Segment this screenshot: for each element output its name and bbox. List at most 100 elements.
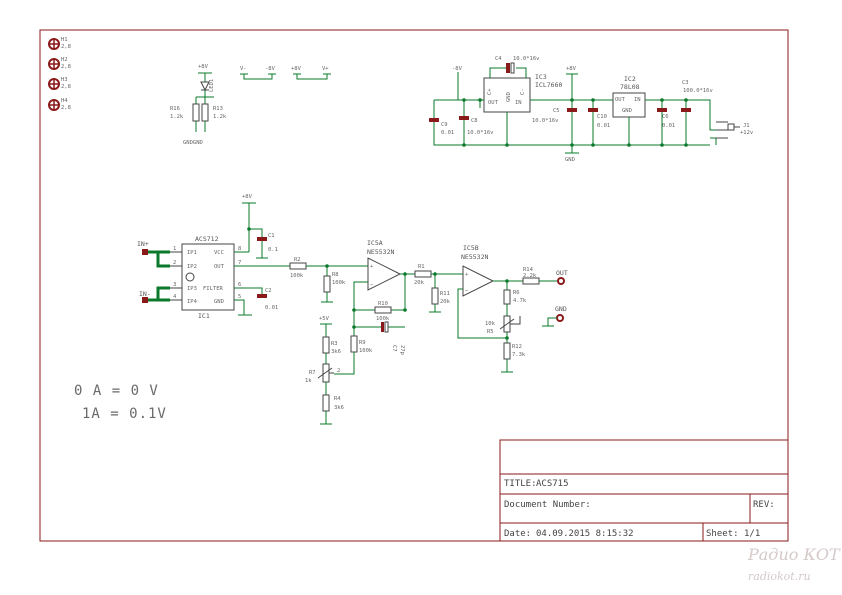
- hole-h2: H2 2,8: [48, 57, 71, 70]
- r10-ref: R10: [378, 301, 388, 307]
- c1-ref: C1: [268, 233, 275, 239]
- ic2-value: 78L08: [620, 83, 640, 91]
- ic1-chip: [181, 243, 235, 311]
- j1-value: +12v: [740, 130, 754, 136]
- r5-ref: R5: [487, 329, 494, 335]
- r4-ref: R4: [334, 396, 341, 402]
- hole-h3-ref: H3: [61, 77, 68, 83]
- c3-ref: C3: [682, 80, 689, 86]
- ic5a-ref: IC5A: [367, 239, 383, 247]
- r13-value: 1.2k: [213, 114, 227, 120]
- ic1-pin-num-8: 8: [238, 246, 241, 252]
- revision-label: REV:: [753, 500, 775, 510]
- ic3-ref: IC3: [535, 73, 547, 81]
- hole-h3: H3 2,8: [48, 77, 71, 90]
- title-label: TITLE:: [504, 479, 537, 489]
- c4-ref: C4: [495, 56, 502, 62]
- date-label: Date:: [504, 529, 531, 539]
- ic1-pin-out: OUT: [214, 264, 225, 270]
- ic1-pin-gnd: GND: [214, 299, 224, 305]
- ic1-pin-num-3: 3: [173, 282, 176, 288]
- c8-ref: C8: [471, 118, 478, 124]
- c8-value: 10.0*16v: [467, 130, 494, 136]
- r11-resistor: [431, 287, 439, 305]
- watermark-url: radiokot.ru: [748, 570, 811, 583]
- c3-value: 100.0*16v: [683, 88, 713, 94]
- ic5a-value: NE5532N: [367, 248, 394, 256]
- sheet-value: 1/1: [744, 529, 760, 539]
- c10-value: 0.01: [597, 123, 610, 129]
- r3-resistor: [322, 336, 330, 354]
- hole-h2-value: 2,8: [61, 64, 71, 70]
- ic5a-minus: −: [370, 282, 374, 288]
- r12-resistor: [503, 342, 511, 360]
- c6-ref: C6: [662, 114, 669, 120]
- ic1-pin-ip2: IP2: [187, 264, 197, 270]
- watermark-logo: Радио КОТ: [747, 545, 841, 564]
- r16-value: 1.2k: [170, 114, 184, 120]
- ic3-value: ICL7660: [535, 81, 562, 89]
- r1-ref: R1: [418, 264, 425, 270]
- ic3-pin-cminus: C-: [520, 88, 526, 95]
- r4-resistor: [322, 394, 330, 412]
- gnd-terminal: [556, 314, 564, 322]
- output-terminal: [557, 277, 565, 285]
- r7-ref: R7: [309, 370, 316, 376]
- ic5b-minus: −: [465, 288, 469, 294]
- led-gnd-label: GNDGND: [183, 140, 203, 146]
- ic2-pin-out: OUT: [615, 97, 626, 103]
- power-gnd-label: GND: [565, 157, 575, 163]
- r2-value: 100k: [290, 273, 304, 279]
- ic1-name: ACS712: [195, 235, 219, 243]
- supply-v-plus: V+: [322, 66, 329, 72]
- hole-h2-ref: H2: [61, 57, 68, 63]
- input-plus-pad: [142, 249, 148, 255]
- r9-resistor: [350, 335, 358, 353]
- c5-capacitor: [567, 108, 577, 112]
- r7-value: 1k: [305, 378, 312, 384]
- hole-h1-ref: H1: [61, 37, 68, 43]
- r12-value: 7.3k: [512, 352, 526, 358]
- r2-ref: R2: [294, 257, 301, 263]
- hole-h1-value: 2,8: [61, 44, 71, 50]
- supply-minus8v: -8V: [265, 66, 276, 72]
- ic1-pin-num-2: 2: [173, 260, 176, 266]
- c7-ref: C7: [391, 345, 397, 352]
- c3-capacitor: [681, 108, 691, 112]
- supply-minus8v-reg: -8V: [452, 66, 463, 72]
- j1-ref: J1: [743, 123, 750, 129]
- supply-plus5v: +5V: [319, 316, 330, 322]
- ic3-pin-gnd: GND: [506, 92, 512, 102]
- title-value: ACS715: [536, 479, 569, 489]
- r8-value: 100k: [332, 280, 346, 286]
- r9-value: 100k: [359, 348, 373, 354]
- r16-resistor: [192, 103, 200, 122]
- c8-capacitor: [459, 116, 469, 120]
- input-minus-pad: [142, 297, 148, 303]
- ic5a-plus: +: [370, 264, 374, 270]
- r8-ref: R8: [332, 272, 339, 278]
- hole-h3-value: 2,8: [61, 84, 71, 90]
- ic2-pin-gnd: GND: [622, 108, 632, 114]
- ic1-pin-ip4: IP4: [187, 299, 198, 305]
- ic1-pin-vcc: VCC: [214, 250, 224, 256]
- drawing-frame: [39, 29, 789, 542]
- r10-value: 100k: [376, 316, 390, 322]
- c1-value: 0.1: [268, 247, 278, 253]
- ic1-pin-filter: FILTER: [203, 286, 224, 292]
- ic1-pin-num-7: 7: [238, 260, 241, 266]
- power-block: -8V C+ C- GND OUT IN IC3 ICL7660 C4 10.0…: [429, 56, 754, 163]
- supply-plus8v: +8V: [291, 66, 302, 72]
- r9-ref: R9: [359, 340, 366, 346]
- hole-h4-value: 2,8: [61, 105, 71, 111]
- ic5b-ref: IC5B: [463, 244, 479, 252]
- ic3-pin-out: OUT: [488, 100, 499, 106]
- ic5b-plus: +: [465, 272, 469, 278]
- r3-value: 3k6: [331, 349, 341, 355]
- document-number-label: Document Number:: [504, 500, 591, 510]
- hole-h4-ref: H4: [61, 98, 68, 104]
- r2-resistor: [289, 262, 307, 270]
- supply-plus8v-reg: +8V: [566, 66, 577, 72]
- r6-ref: R6: [513, 290, 520, 296]
